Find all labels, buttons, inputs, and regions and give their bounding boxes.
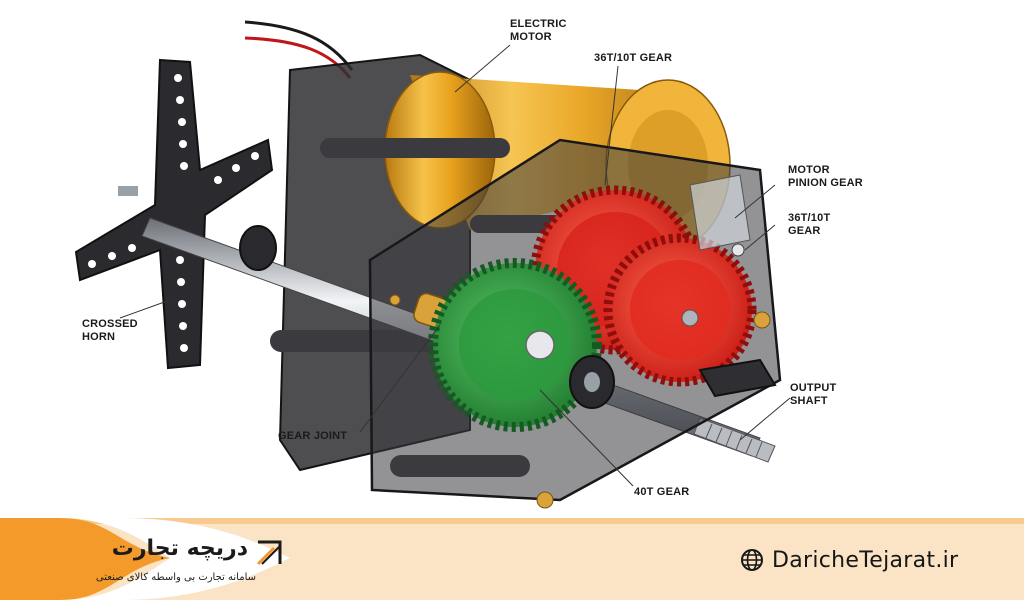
- label-crossed-horn: CROSSED HORN: [82, 318, 138, 344]
- label-36t-10t-gear-right: 36T/10T GEAR: [788, 212, 830, 238]
- website-link[interactable]: DaricheTejarat.ir: [740, 544, 958, 576]
- label-40t-gear: 40T GEAR: [634, 486, 689, 499]
- website-url: DaricheTejarat.ir: [772, 548, 958, 573]
- label-36t-10t-gear-top: 36T/10T GEAR: [594, 52, 672, 65]
- brand-block[interactable]: دریچه تجارت سامانه تجارت بی واسطه کالای …: [86, 534, 286, 594]
- gearbox-diagram: [0, 0, 1024, 520]
- brand-name: دریچه تجارت: [112, 536, 248, 561]
- diamond-logo-icon: [252, 536, 286, 570]
- globe-icon: [740, 548, 764, 572]
- green-gear-40t: [433, 263, 597, 427]
- label-motor-pinion-gear: MOTOR PINION GEAR: [788, 164, 863, 190]
- red-gear-front: [608, 238, 752, 382]
- label-electric-motor: ELECTRIC MOTOR: [510, 18, 567, 44]
- footer-banner: دریچه تجارت سامانه تجارت بی واسطه کالای …: [0, 518, 1024, 600]
- label-gear-joint: GEAR JOINT: [278, 430, 347, 443]
- label-output-shaft: OUTPUT SHAFT: [790, 382, 836, 408]
- brand-tagline: سامانه تجارت بی واسطه کالای صنعتی: [96, 572, 256, 583]
